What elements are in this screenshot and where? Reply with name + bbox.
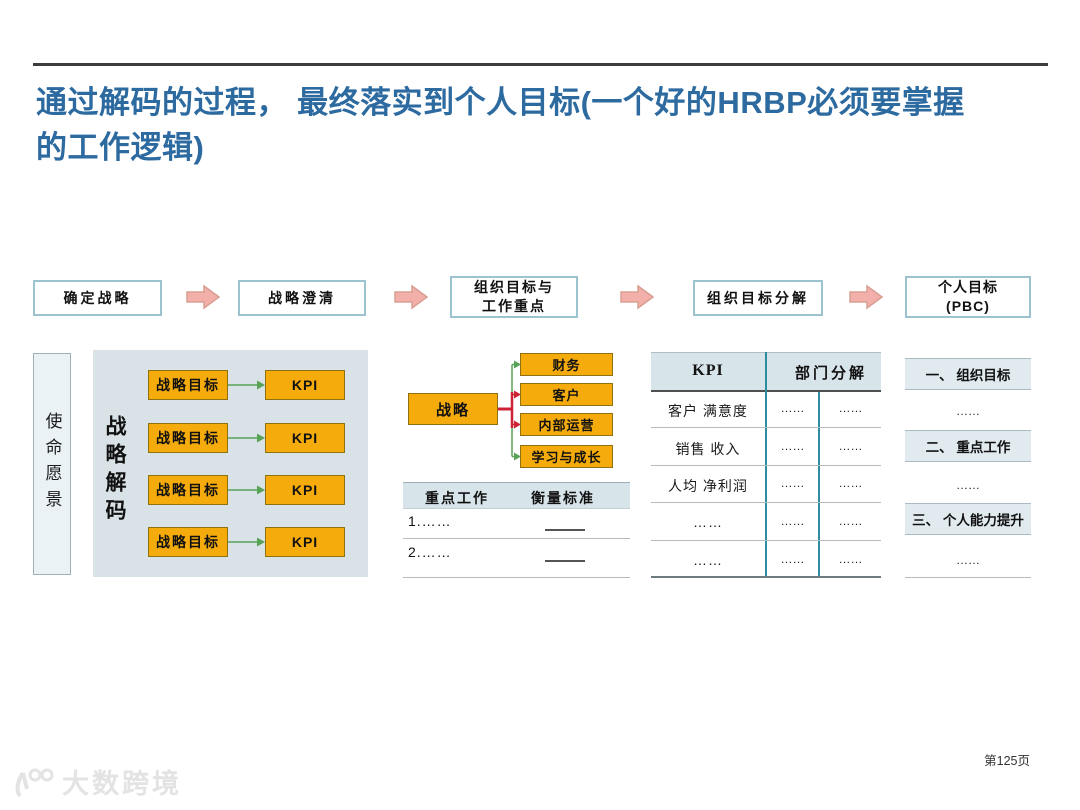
strategy-goal-box: 战略目标: [148, 527, 228, 557]
table-cell: ……: [838, 439, 863, 453]
table-bottom-border: [651, 576, 881, 578]
flow-step-personal-goal: 个人目标 (PBC): [905, 276, 1031, 318]
table-cell: ……: [780, 401, 805, 415]
watermark: 大数跨境: [10, 762, 182, 801]
table-cell: 客户 满意度: [668, 403, 748, 419]
green-arrow-icon: [228, 537, 265, 547]
table-cell: ……: [780, 514, 805, 528]
flow-step-label: 确定战略: [63, 289, 132, 306]
right-arrow-icon: [620, 284, 654, 310]
flow-step-label: 组织目标与 工作重点: [474, 279, 554, 314]
table-cell: ……: [693, 514, 723, 530]
green-arrow-icon: [228, 380, 265, 390]
flow-step-goal-decompose: 组织目标分解: [693, 280, 823, 316]
table-cell: ……: [693, 552, 723, 568]
mission-vision-label: 使命愿景: [42, 412, 62, 516]
table-cell: ……: [780, 552, 805, 566]
strategy-box: 战略: [408, 393, 498, 425]
branch-connector: [498, 360, 521, 461]
pbc-section-heading: 二、 重点工作: [905, 430, 1031, 462]
decode-row: 战略目标 KPI: [148, 475, 346, 505]
kpi-box: KPI: [265, 370, 345, 400]
column-header: KPI: [692, 362, 724, 379]
strategy-goal-box: 战略目标: [148, 423, 228, 453]
pbc-section-dots: ……: [956, 404, 980, 418]
table-cell: ……: [838, 514, 863, 528]
row-divider: [651, 427, 881, 428]
pbc-section-dots: ……: [956, 553, 980, 567]
row-divider: [651, 540, 881, 541]
strategy-goal-box: 战略目标: [148, 370, 228, 400]
title-divider: [33, 63, 1048, 66]
table-cell: ……: [780, 439, 805, 453]
table-cell: ……: [838, 476, 863, 490]
column-header: 重点工作: [425, 490, 489, 506]
row-divider: [651, 502, 881, 503]
pbc-panel: 一、 组织目标 …… 二、 重点工作 …… 三、 个人能力提升 ……: [905, 352, 1031, 578]
table-cell: 人均 净利润: [668, 478, 748, 494]
green-arrow-icon: [228, 433, 265, 443]
pbc-section-heading: 一、 组织目标: [905, 358, 1031, 390]
strategy-decode-title: 战略解码: [103, 415, 126, 527]
kpi-decomposition-table: KPI 部门分解 客户 满意度 …… …… 销售 收入 …… …… 人均 净利润…: [651, 352, 881, 578]
pbc-section-dots: ……: [956, 478, 980, 492]
table-row: 2.……: [408, 544, 452, 560]
flow-step-strategy-clarify: 战略澄清: [238, 280, 366, 316]
kpi-box: KPI: [265, 475, 345, 505]
row-divider: [403, 538, 630, 539]
table-row: 1.……: [408, 513, 452, 529]
flow-step-label: 个人目标 (PBC): [938, 279, 998, 314]
blank-line: [545, 529, 585, 531]
slide-title: 通过解码的过程， 最终落实到个人目标(一个好的HRBP必须要掌握 的工作逻辑): [36, 85, 965, 165]
bsc-learning-growth-box: 学习与成长: [520, 445, 613, 468]
watermark-text: 大数跨境: [62, 769, 182, 799]
right-arrow-icon: [186, 284, 220, 310]
flow-step-label: 战略澄清: [268, 289, 336, 306]
flow-step-org-goals: 组织目标与 工作重点: [450, 276, 578, 318]
kpi-box: KPI: [265, 423, 345, 453]
bsc-customer-box: 客户: [520, 383, 613, 406]
column-header: 衡量标准: [531, 490, 595, 506]
green-arrow-icon: [228, 485, 265, 495]
mission-vision-box: 使命愿景: [33, 353, 71, 575]
decode-row: 战略目标 KPI: [148, 423, 346, 453]
bsc-finance-box: 财务: [520, 353, 613, 376]
page-number: 第125页: [984, 754, 1030, 768]
blank-line: [545, 560, 585, 562]
table-cell: ……: [838, 401, 863, 415]
focus-work-table: 重点工作 衡量标准 1.…… 2.……: [403, 476, 630, 580]
decode-row: 战略目标 KPI: [148, 527, 346, 557]
column-header: 部门分解: [794, 365, 867, 382]
decode-row: 战略目标 KPI: [148, 370, 346, 400]
table-header-band: [403, 482, 630, 509]
table-cell: ……: [838, 552, 863, 566]
flow-step-label: 组织目标分解: [707, 289, 809, 306]
table-bottom-border: [403, 577, 630, 578]
right-arrow-icon: [394, 284, 428, 310]
flow-step-define-strategy: 确定战略: [33, 280, 162, 316]
right-arrow-icon: [849, 284, 883, 310]
bsc-internal-ops-box: 内部运营: [520, 413, 613, 436]
pbc-section-heading: 三、 个人能力提升: [905, 503, 1031, 535]
table-cell: 销售 收入: [675, 441, 741, 457]
panel-bottom-border: [905, 577, 1031, 578]
watermark-logo-icon: [15, 768, 54, 797]
row-divider: [651, 465, 881, 466]
kpi-box: KPI: [265, 527, 345, 557]
column-divider: [818, 392, 820, 578]
table-cell: ……: [780, 476, 805, 490]
strategy-goal-box: 战略目标: [148, 475, 228, 505]
